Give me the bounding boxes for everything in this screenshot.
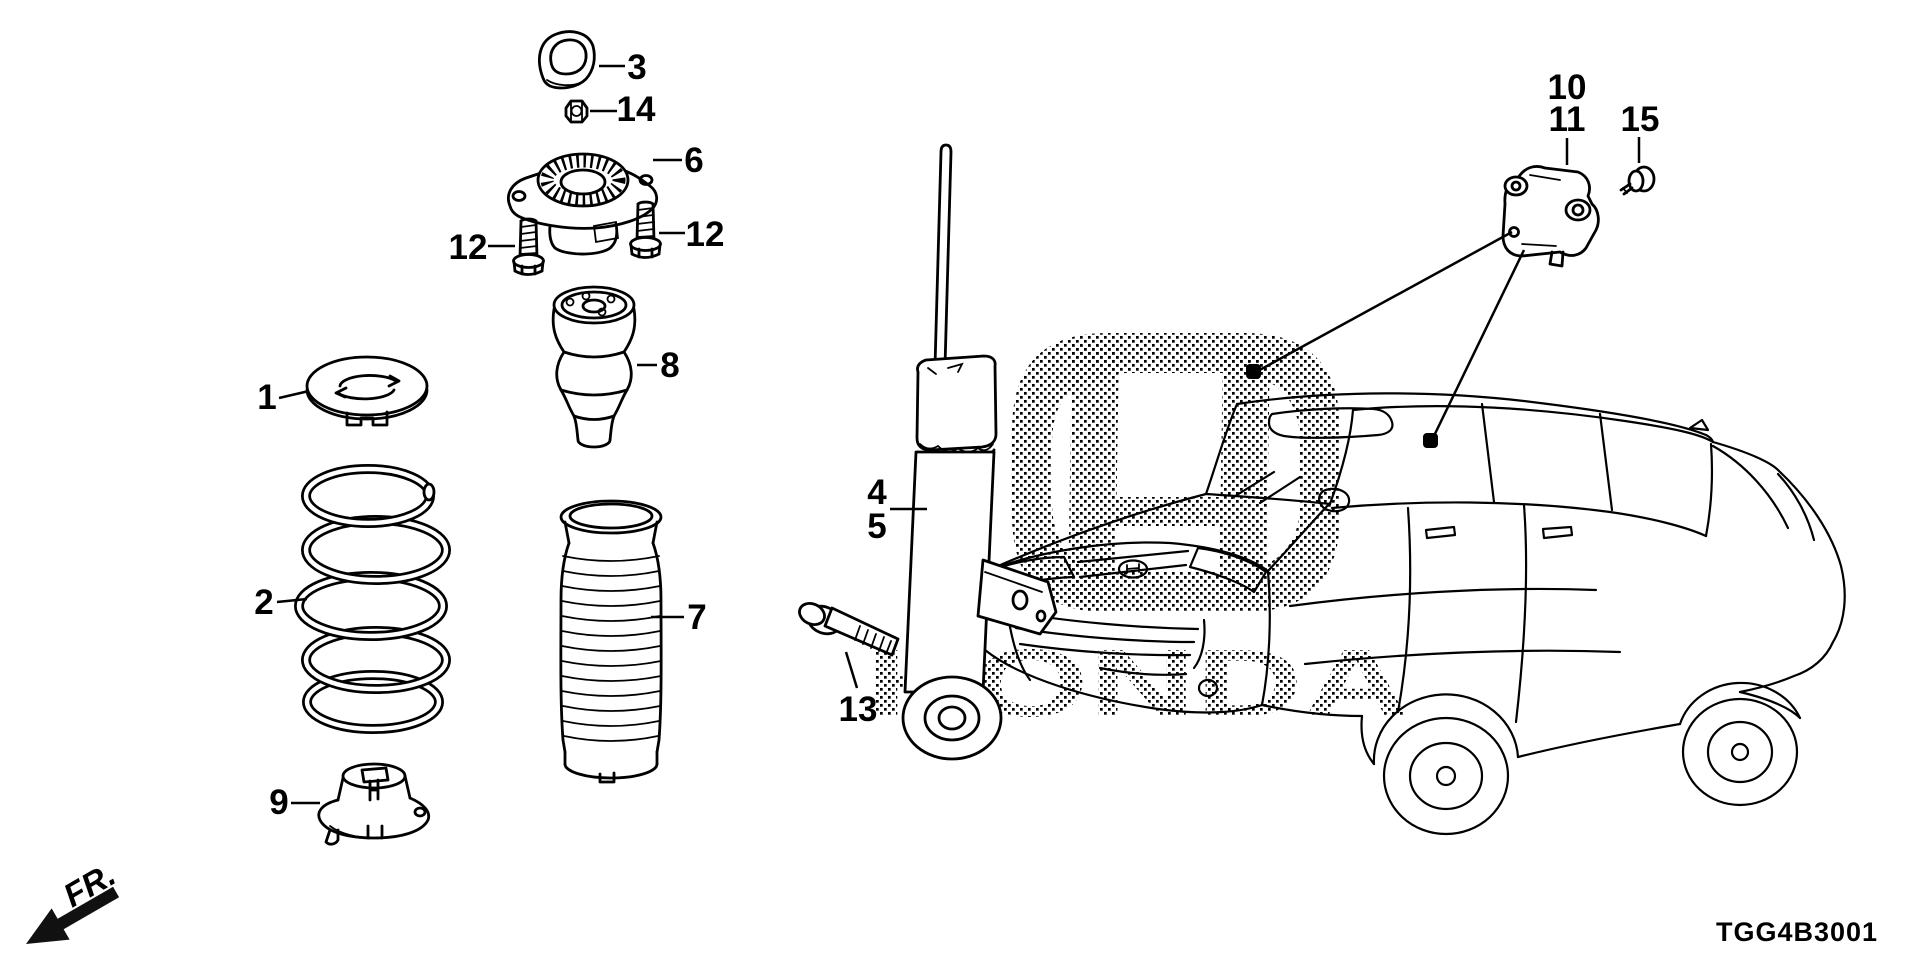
bracket-location-leaders <box>1246 230 1526 448</box>
upper-mount-drawing <box>507 152 659 256</box>
mount-bolt-right-drawing <box>629 200 662 259</box>
headlight-near <box>1188 546 1268 594</box>
callout-12-left[interactable]: 12 <box>449 228 488 267</box>
flange-nut-drawing <box>564 99 589 124</box>
callout-9[interactable]: 9 <box>269 783 288 822</box>
mount-bolt-left-drawing <box>512 217 545 276</box>
fr-label: FR. <box>57 855 122 914</box>
callout-labels: 1 2 3 4 5 6 7 8 9 10 11 12 12 13 14 15 <box>254 48 1659 822</box>
callout-2[interactable]: 2 <box>254 583 273 622</box>
lower-mount-rubber-drawing <box>317 762 431 846</box>
fr-direction-arrow: FR. <box>26 855 122 944</box>
lower-bolt-drawing <box>798 602 900 657</box>
shock-mount-cap-drawing <box>538 30 596 90</box>
callout-14[interactable]: 14 <box>617 90 656 129</box>
side-mirror <box>1318 487 1351 513</box>
spring-cap-drawing <box>305 355 429 427</box>
callout-3[interactable]: 3 <box>627 48 646 87</box>
callout-5[interactable]: 5 <box>867 507 886 546</box>
callout-4[interactable]: 4 <box>867 473 887 512</box>
vehicle-drawing <box>977 392 1846 836</box>
callout-1[interactable]: 1 <box>257 378 276 417</box>
bump-stop-drawing <box>551 285 637 449</box>
roof-antenna <box>1688 418 1710 432</box>
callout-15[interactable]: 15 <box>1621 100 1660 139</box>
mount-point-dot <box>1246 364 1261 379</box>
callout-12-right[interactable]: 12 <box>686 215 725 254</box>
front-wheel <box>1382 716 1510 836</box>
callout-leader-lines <box>276 64 1641 805</box>
dust-cover-drawing <box>559 499 663 784</box>
coil-spring-drawing <box>294 464 451 734</box>
mount-point-dot <box>1423 433 1438 448</box>
callout-6[interactable]: 6 <box>684 141 703 180</box>
fr-arrow-icon <box>26 886 120 944</box>
honda-h-logo-watermark <box>1012 333 1340 612</box>
rear-wheel <box>1681 697 1799 807</box>
diagram-code: TGG4B3001 <box>1716 917 1878 947</box>
callout-11[interactable]: 11 <box>1549 100 1586 139</box>
honda-emblem <box>1117 559 1149 579</box>
shock-lower-eye <box>901 675 1003 761</box>
sensor-bracket-drawing <box>1501 165 1600 268</box>
callout-10[interactable]: 10 <box>1548 68 1587 107</box>
shock-absorber-drawing <box>901 143 1058 761</box>
callout-13[interactable]: 13 <box>839 690 878 729</box>
callout-8[interactable]: 8 <box>660 346 679 385</box>
callout-7[interactable]: 7 <box>687 598 706 637</box>
sunroof <box>1267 407 1394 439</box>
bracket-bolt-drawing <box>1619 165 1656 196</box>
